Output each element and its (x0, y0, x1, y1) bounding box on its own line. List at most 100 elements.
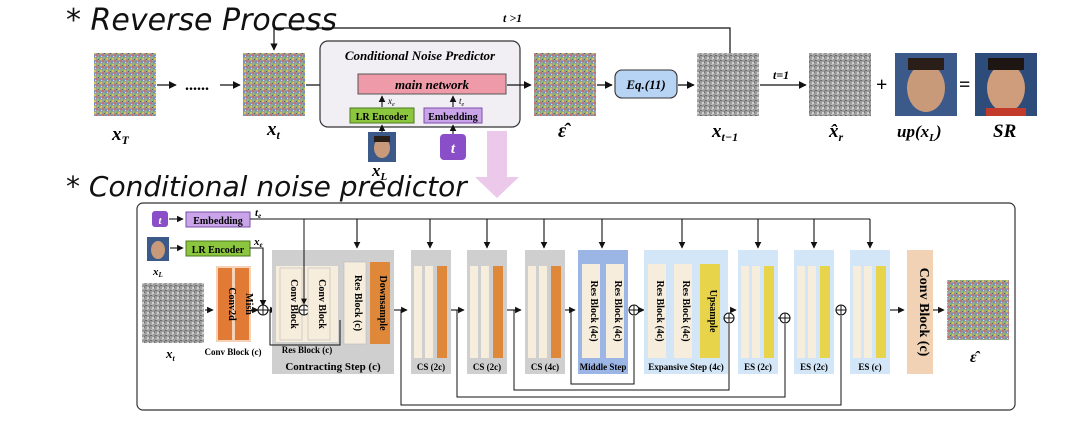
sr-label: SR (993, 121, 1016, 142)
cs-conv-block-2 (307, 267, 331, 341)
cs-conv-block-2-label: Conv Block (316, 279, 327, 329)
cs2c-b-bar2 (481, 266, 489, 358)
bottom-eps-label: ε̂ (970, 349, 981, 366)
cs2c-a-label: CS (2c) (417, 362, 445, 372)
final-conv-block-label: Conv Block (c) (916, 268, 931, 357)
top-xL-label: xL (371, 161, 388, 183)
plus-sign: + (876, 74, 887, 96)
sr-shirt (986, 108, 1026, 116)
mish-layer (235, 268, 249, 340)
sr-face (987, 64, 1025, 112)
cs2c-a-bar1 (414, 266, 422, 358)
xT-noise-image (94, 53, 156, 116)
skip-cs-esc (400, 310, 842, 406)
middle-step-label: Middle Step (580, 362, 627, 372)
top-lr-encoder-label: LR Encoder (356, 112, 409, 123)
bottom-t-token-label: t (158, 215, 162, 227)
xt-noise-image (243, 53, 305, 116)
upsample-layer (700, 264, 720, 358)
up-xL-label: up(xL) (897, 122, 942, 144)
exp-res-block-2-label: Res Block (4c) (680, 280, 691, 341)
eq-label: Eq.(11) (625, 77, 665, 92)
res-block-c-label: Res Block (c) (282, 345, 333, 355)
skip-cs2b-es2a (513, 310, 730, 391)
top-embedding-label: Embedding (428, 112, 477, 123)
top-t-e-label: te (459, 96, 465, 108)
cs4c-bar3 (551, 266, 561, 358)
xr-label: x̂r (828, 121, 844, 144)
cs2c-a-bar3 (437, 266, 447, 358)
downsample-label: Downsample (377, 275, 388, 331)
es2c-a-bar2 (752, 266, 760, 358)
es2c-a-bar3 (764, 266, 774, 358)
cs2c-b-bar3 (493, 266, 503, 358)
dots: ...... (185, 77, 209, 94)
top-t-token-label: t (451, 141, 456, 157)
middle-res-block-2 (606, 264, 624, 358)
bottom-x-e-label: xe (253, 236, 263, 249)
xe-to-add (250, 247, 267, 307)
bottom-embedding-label: Embedding (193, 216, 242, 227)
conv2d-label: Conv2d (226, 287, 237, 321)
bottom-eps-image (947, 280, 1009, 340)
xr-image (809, 53, 871, 116)
eps-label: ε̂ (558, 120, 571, 142)
esc-bar2 (864, 266, 872, 358)
esc-bar1 (853, 266, 861, 358)
middle-res-block-1 (582, 264, 600, 358)
cs2c-b-bar1 (470, 266, 478, 358)
es2c-b-bar3 (820, 266, 830, 358)
main-network-box (357, 73, 507, 95)
xt-label: xt (266, 119, 281, 142)
t-gt-1-label: t >1 (503, 11, 522, 25)
downsample-layer (370, 262, 390, 344)
cs2c-a-bar2 (425, 266, 433, 358)
exp-res-block-1-label: Res Block (4c) (654, 280, 665, 341)
bottom-t-e-label: te (255, 207, 261, 220)
es2c-a-bar1 (741, 266, 749, 358)
exp-res-block-2 (674, 264, 692, 358)
top-xL-face (374, 138, 390, 158)
t-eq-1-label: t=1 (773, 68, 789, 82)
contracting-step-label: Contracting Step (c) (285, 361, 381, 373)
heading-conditional-noise-predictor: * Conditional noise predictor (66, 170, 468, 203)
final-conv-block (907, 250, 933, 374)
cs4c-bar2 (539, 266, 547, 358)
cs4c-bar1 (528, 266, 536, 358)
sr-hair (988, 58, 1024, 70)
loop-t-gt-1 (270, 27, 731, 53)
mish-label: Mish (243, 293, 254, 315)
eq-box (614, 69, 678, 99)
esc-bar3 (876, 266, 886, 358)
pink-arrow-down (475, 131, 519, 198)
cnp-title: Conditional Noise Predictor (345, 48, 496, 63)
conv2d-layer (218, 268, 232, 340)
bottom-xL-face (151, 241, 165, 259)
conv-block-c-label: Conv Block (c) (205, 347, 262, 357)
skip-cs2a-es2b (456, 310, 786, 398)
up-xL-face (907, 64, 945, 112)
xt1-noise-image (697, 53, 759, 116)
esc-label: ES (c) (858, 362, 881, 372)
main-network-label: main network (395, 77, 470, 92)
bottom-xt-label: xt (165, 346, 176, 363)
es2c-a-label: ES (2c) (744, 362, 772, 372)
bottom-lr-encoder-label: LR Encoder (192, 245, 245, 256)
equals-sign: = (959, 74, 970, 96)
es2c-b-bar2 (808, 266, 816, 358)
top-embedding-box (423, 107, 483, 124)
bottom-xt-image (142, 283, 204, 343)
es2c-b-bar1 (797, 266, 805, 358)
top-lr-encoder-box (349, 107, 415, 124)
xt1-label: xt−1 (711, 121, 738, 144)
eps-noise-image (534, 53, 596, 116)
top-xL-hair (374, 136, 390, 142)
bottom-t-token (152, 211, 168, 227)
exp-res-block-1 (648, 264, 666, 358)
resblock-skip (269, 310, 341, 346)
middle-res-block-1-label: Res Block (4c) (588, 280, 599, 341)
expansive-step-label: Expansive Step (4c) (648, 362, 724, 372)
cs4c-label: CS (4c) (531, 362, 559, 372)
upsample-label: Upsample (707, 290, 718, 333)
